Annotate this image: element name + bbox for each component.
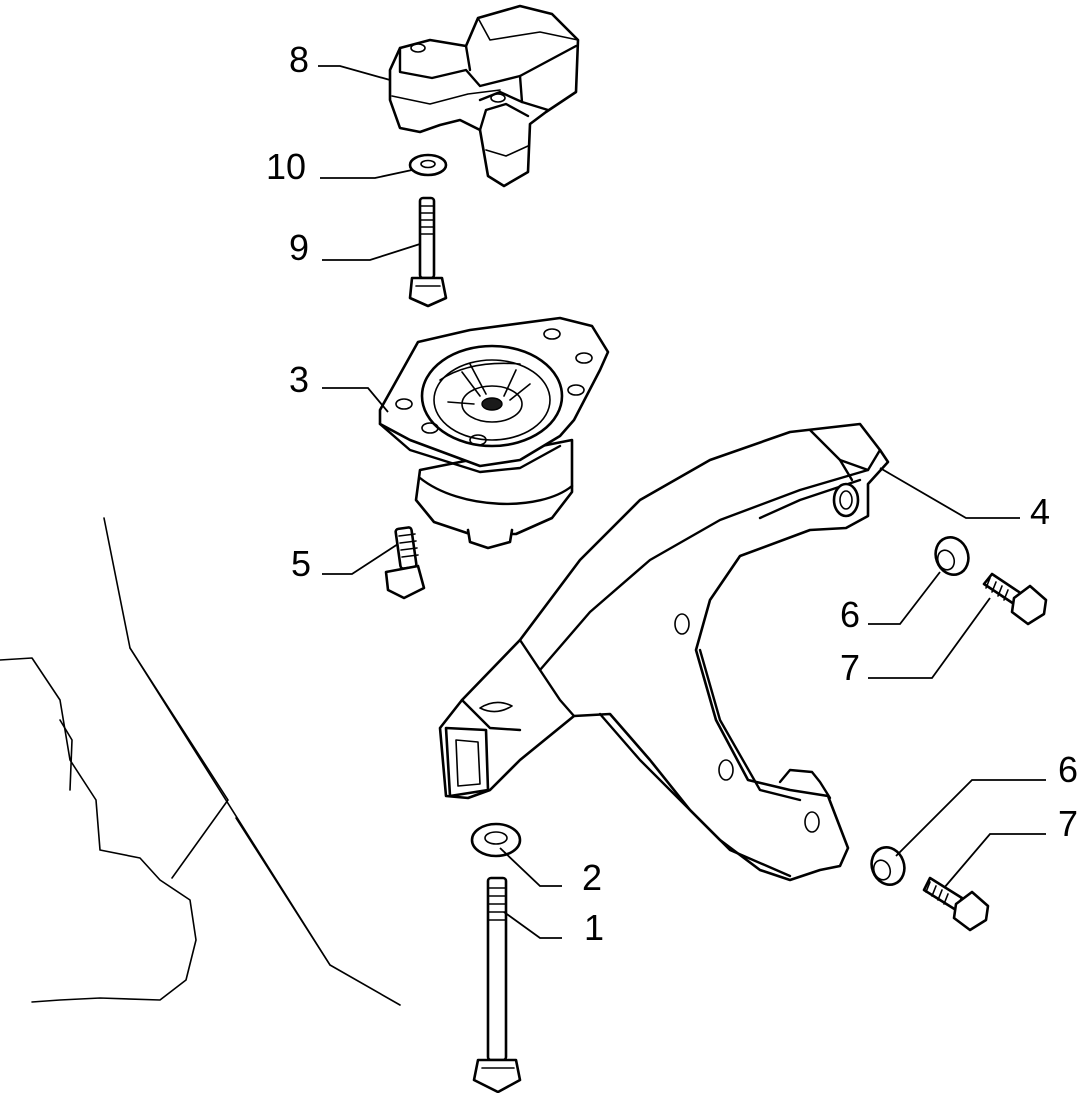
callout-labels: 8 10 9 3 5 4 6 7 6 7 2 1 bbox=[266, 39, 1078, 948]
leader-6-upper bbox=[868, 571, 941, 625]
callout-6-lower: 6 bbox=[1058, 749, 1078, 790]
hex-bolt-upper-part bbox=[982, 572, 1048, 626]
long-bolt-part bbox=[472, 876, 522, 1093]
gearbox-outline bbox=[0, 657, 197, 1003]
leader-4 bbox=[879, 467, 1020, 519]
split-washer-part bbox=[470, 822, 522, 858]
leader-7-upper bbox=[868, 597, 991, 679]
leader-7-lower bbox=[943, 833, 1046, 889]
leader-3 bbox=[322, 387, 389, 413]
flange-bolt-part bbox=[384, 526, 426, 600]
callout-6-upper: 6 bbox=[840, 594, 860, 635]
stud-bolt-part bbox=[408, 196, 448, 308]
leader-2 bbox=[499, 847, 562, 887]
callout-7-lower: 7 bbox=[1058, 803, 1078, 844]
leader-10 bbox=[320, 169, 413, 179]
split-lock-washer-lower-part bbox=[870, 846, 906, 886]
leader-8 bbox=[318, 65, 391, 81]
callout-3: 3 bbox=[289, 359, 309, 400]
leader-5 bbox=[322, 543, 399, 575]
callout-8: 8 bbox=[289, 39, 309, 80]
washer-part bbox=[408, 153, 448, 177]
leader-6-lower bbox=[895, 779, 1046, 857]
split-lock-washer-upper-part bbox=[934, 536, 970, 576]
vehicle-body-outline bbox=[103, 517, 401, 1006]
support-arm-part bbox=[438, 422, 890, 882]
callout-2: 2 bbox=[582, 857, 602, 898]
callout-9: 9 bbox=[289, 227, 309, 268]
leader-9 bbox=[322, 243, 421, 261]
hex-bolt-lower-part bbox=[922, 876, 990, 932]
callout-5: 5 bbox=[291, 543, 311, 584]
callout-10: 10 bbox=[266, 146, 306, 187]
leader-lines bbox=[318, 65, 1046, 939]
callout-4: 4 bbox=[1030, 491, 1050, 532]
callout-7-upper: 7 bbox=[840, 647, 860, 688]
engine-mount-bracket-part bbox=[388, 4, 580, 188]
leader-1 bbox=[503, 911, 562, 939]
rubber-mount-part bbox=[378, 316, 610, 550]
callout-1: 1 bbox=[584, 907, 604, 948]
